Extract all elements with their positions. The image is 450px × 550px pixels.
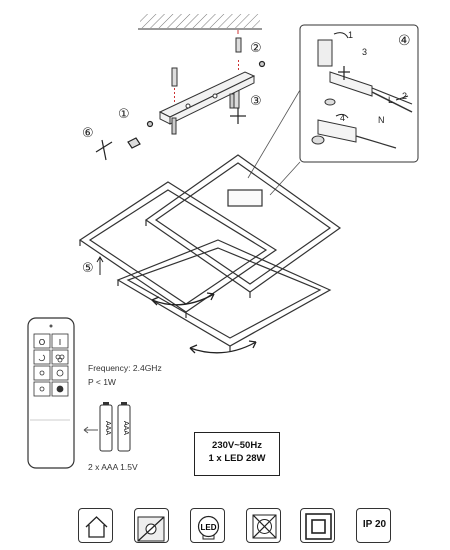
led-icon-label: LED — [201, 523, 217, 532]
indoor-use-icon — [78, 508, 113, 543]
step-5-arrow — [96, 256, 104, 275]
power-text: P < 1W — [88, 377, 116, 387]
battery-1-label: AAA — [104, 421, 111, 435]
ceiling — [138, 14, 262, 30]
no-covering-icon — [134, 508, 169, 543]
led-icon: LED — [190, 508, 225, 543]
voltage-spec: 230V~50Hz — [212, 440, 262, 451]
lamp-body — [78, 154, 342, 352]
remote-button-icons — [38, 354, 65, 393]
ip-rating-label: IP 20 — [362, 519, 387, 530]
certification-icon-row: LED IP 20 — [78, 508, 391, 544]
sub-step-3-label: 3 — [362, 47, 367, 57]
sub-step-1-label: 1 — [348, 30, 353, 40]
wiring-detail-panel: 1 3 2 4 L N ④ — [247, 24, 419, 196]
terminal-l-label: L — [388, 95, 393, 105]
electrical-spec-box: 230V~50Hz 1 x LED 28W — [194, 432, 280, 476]
step-3-callout: ③ — [250, 94, 262, 109]
remote-control: O I — [27, 317, 75, 469]
remote-on-button-label: I — [59, 338, 61, 347]
step-1-callout: ① — [118, 107, 130, 122]
step-6-callout: ⑥ — [82, 126, 94, 141]
no-dimmer-icon — [246, 508, 281, 543]
led-spec: 1 x LED 28W — [208, 453, 266, 464]
step-4-callout: ④ — [398, 33, 411, 49]
batteries: AAA AAA — [83, 402, 131, 452]
ip-rating-icon: IP 20 — [356, 508, 391, 543]
rotation-arrows — [151, 292, 257, 354]
screwdriver-icons — [95, 60, 266, 161]
sub-step-2-label: 2 — [402, 91, 407, 101]
battery-2-label: AAA — [122, 421, 129, 435]
step-5-callout: ⑤ — [82, 261, 94, 276]
step-2-callout: ② — [250, 41, 262, 56]
class-ii-icon — [300, 508, 335, 543]
remote-off-button-label: O — [39, 338, 45, 347]
battery-spec-text: 2 x AAA 1.5V — [88, 462, 138, 472]
sub-step-4-label: 4 — [340, 113, 345, 123]
mounting-bracket — [158, 71, 256, 135]
terminal-n-label: N — [378, 115, 385, 125]
frequency-text: Frequency: 2.4GHz — [88, 363, 162, 373]
